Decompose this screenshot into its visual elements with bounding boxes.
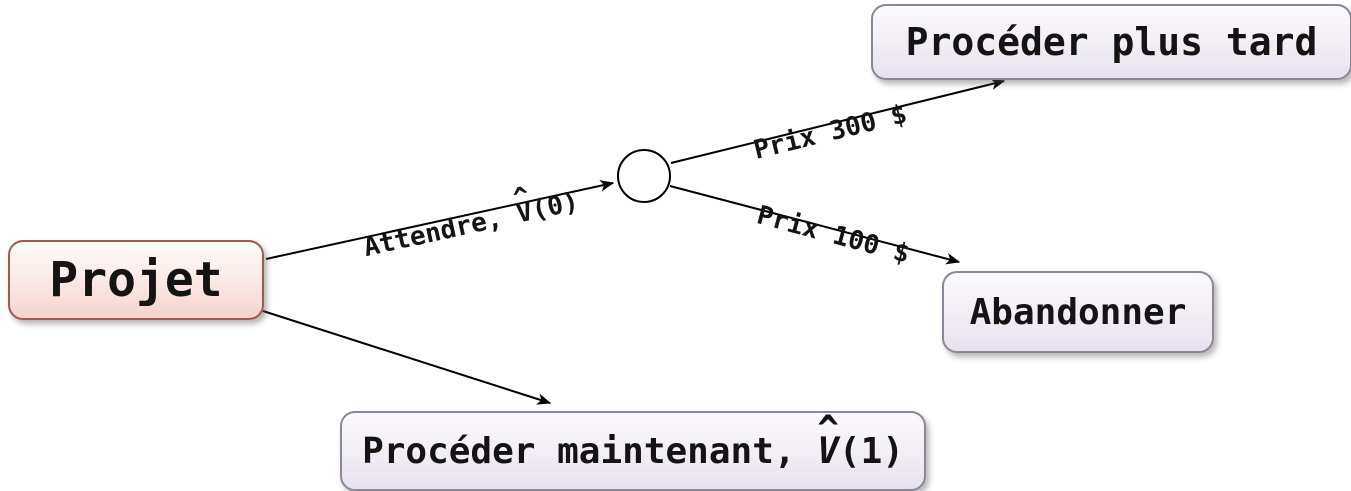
v-hat-symbol: ^V [817,411,839,472]
edge-prix-300-line [670,78,1006,164]
edge-proceder-maintenant-line [262,310,552,405]
hat-accent: ^ [817,408,839,450]
node-proceder-maintenant-label-suffix: (1) [838,430,904,472]
node-proceder-maintenant-label-prefix: Procéder maintenant, [362,430,818,472]
chance-node-circle [617,149,671,203]
node-proceder-maintenant: Procéder maintenant, ^V(1) [340,411,926,491]
edge-prix-300-text: Prix 300 $ [750,99,910,166]
node-abandonner: Abandonner [942,271,1214,353]
v-letter: V [817,430,839,472]
edge-attendre-text-prefix: Attendre, [360,200,521,264]
node-projet-label: Projet [49,252,223,308]
node-proceder-plus-tard-label: Procéder plus tard [905,20,1318,64]
node-proceder-plus-tard: Procéder plus tard [871,4,1351,80]
edge-attendre-line [265,180,615,260]
edge-prix-100-line [669,185,961,265]
edge-prix-100-text: Prix 100 $ [753,200,913,270]
node-projet: Projet [8,240,264,320]
node-abandonner-label: Abandonner [969,291,1187,333]
